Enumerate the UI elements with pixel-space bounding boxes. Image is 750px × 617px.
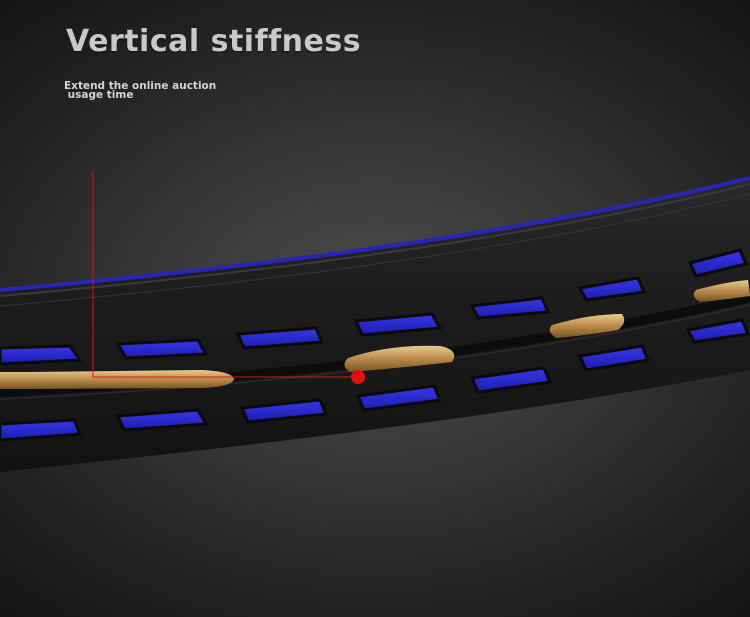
page-title: Vertical stiffness (66, 24, 362, 59)
pointer-dot (351, 370, 365, 384)
frame-blue-rim (0, 176, 750, 292)
racket-strings (0, 280, 750, 389)
stiffness-pointer (92, 170, 365, 384)
page-subtitle: Extend the online auction usage time (64, 80, 217, 101)
lower-grommets (0, 318, 750, 442)
upper-grommets (0, 248, 749, 366)
